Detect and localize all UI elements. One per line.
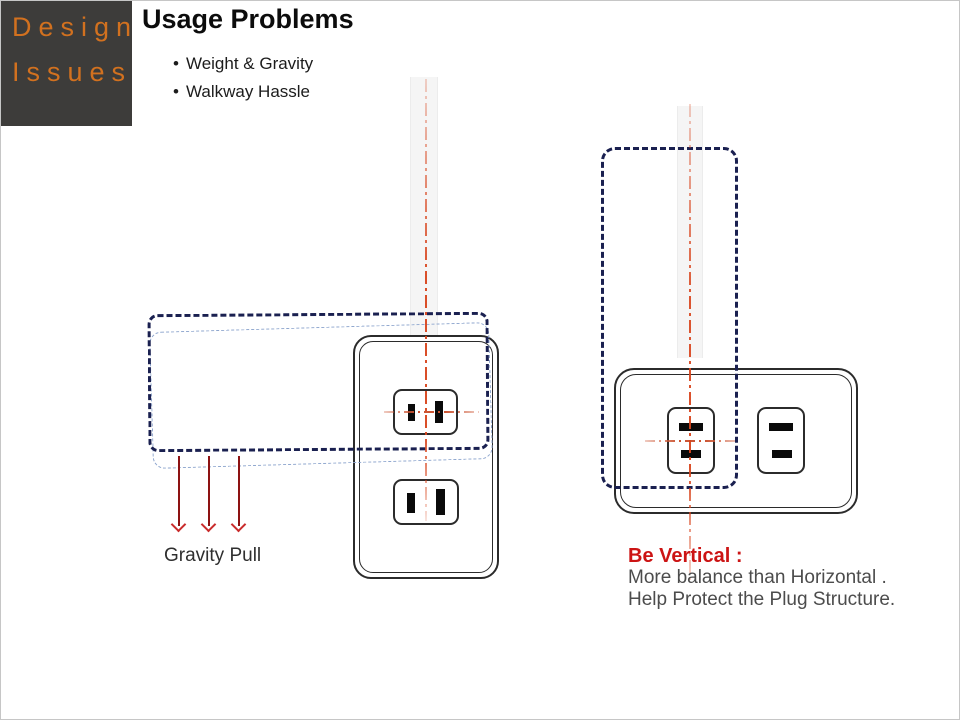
page-title: Usage Problems [142, 4, 354, 34]
plug-outline-vertical-dashed [601, 147, 738, 489]
vertical-centerline-right [689, 104, 691, 584]
socket-slot [681, 450, 701, 458]
socket-slot [407, 493, 415, 513]
be-vertical-heading: Be Vertical : [628, 545, 743, 567]
logo-line-1: Design [12, 12, 139, 42]
bullet-text: Walkway Hassle [185, 82, 311, 101]
gravity-arrow-down [178, 456, 180, 526]
be-vertical-note: Be Vertical : More balance than Horizont… [628, 545, 895, 611]
note-line-2: Help Protect the Plug Structure. [628, 589, 896, 610]
bullet-marker: • [173, 54, 179, 73]
gravity-pull-label: Gravity Pull [164, 545, 262, 566]
socket-slot [769, 423, 793, 431]
design-issues-logo: Design Issues [1, 1, 132, 126]
socket-slot [772, 450, 792, 458]
bullet-text: Weight & Gravity [185, 54, 314, 73]
note-line-1: More balance than Horizontal . [628, 567, 887, 588]
vertical-centerline-left [425, 79, 427, 521]
bullet-list: • Weight & Gravity • Walkway Hassle [173, 50, 313, 106]
socket-slot [679, 423, 703, 431]
crosshair-horizontal-right [645, 440, 739, 442]
logo-line-2: Issues [12, 57, 133, 87]
crosshair-horizontal-left [384, 411, 479, 413]
bullet-item: • Weight & Gravity [173, 50, 313, 78]
bullet-item: • Walkway Hassle [173, 78, 313, 106]
plug-outline-horizontal-dashed [147, 311, 490, 453]
gravity-arrow-down [208, 456, 210, 526]
socket-slot [436, 489, 445, 515]
gravity-arrow-down [238, 456, 240, 526]
bullet-marker: • [173, 82, 179, 101]
socket-right-right-outlet [757, 407, 805, 474]
center-axis-shading-left [410, 77, 438, 335]
